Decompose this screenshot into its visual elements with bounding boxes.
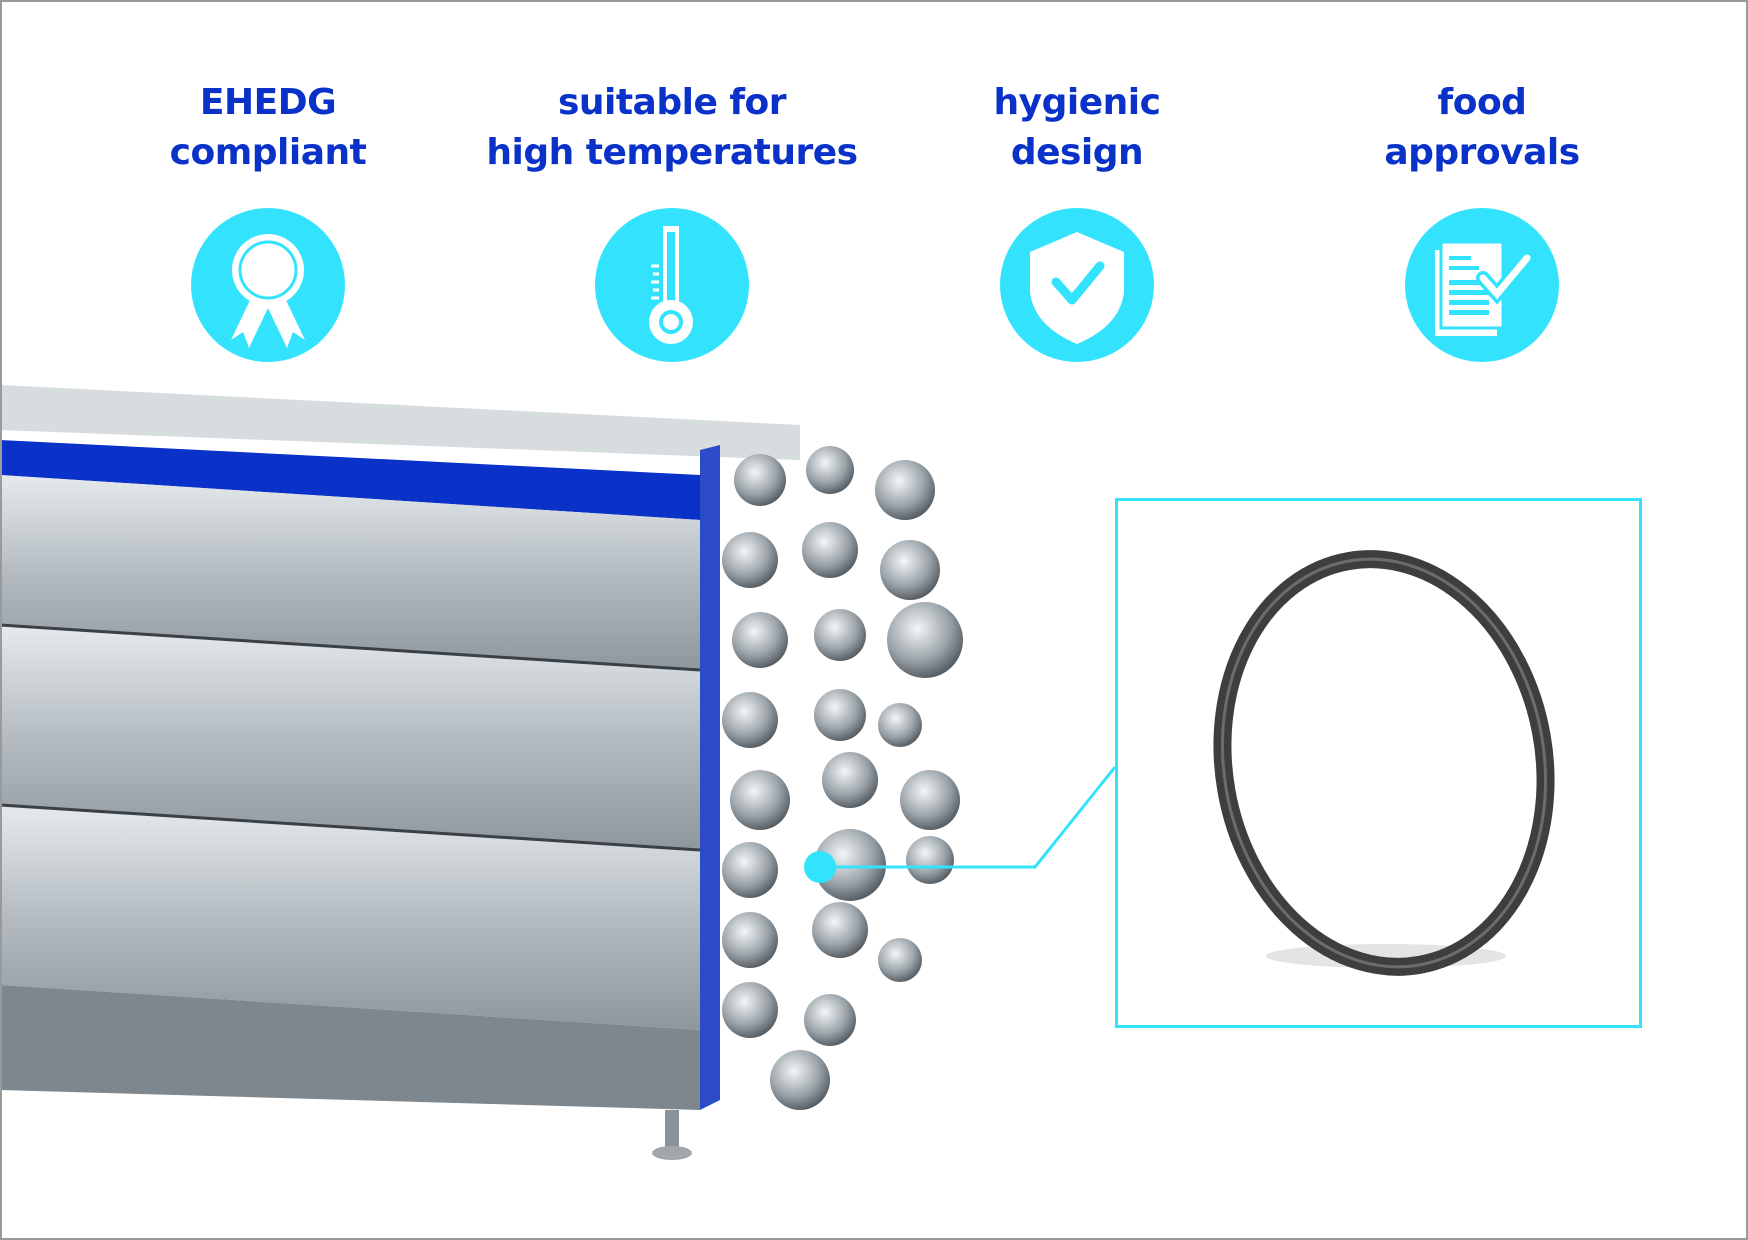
label-line1: EHEDG [199,82,337,123]
heat-exchanger-image [0,385,963,1160]
label-line1: hygienic [993,82,1161,123]
feature-hygienic-design: hygienic design [867,78,1287,362]
feature-label: hygienic design [867,78,1287,178]
award-rosette-icon [191,208,345,362]
document-check-icon [1405,208,1559,362]
callout-dot [804,851,836,883]
feature-high-temperature: suitable for high temperatures [462,78,882,362]
thermometer-icon [595,208,749,362]
label-line1: food [1437,82,1527,123]
feature-label: EHEDG compliant [58,78,478,178]
label-line2: design [1010,132,1144,173]
gasket-ring-image [1213,550,1555,976]
gasket-detail-box [1115,498,1642,1028]
feature-label: food approvals [1272,78,1692,178]
label-line1: suitable for [557,82,787,123]
feature-label: suitable for high temperatures [462,78,882,178]
label-line2: approvals [1384,132,1580,173]
shield-check-icon [1000,208,1154,362]
label-line2: compliant [169,132,367,173]
feature-food-approvals: food approvals [1272,78,1692,362]
feature-ehedg: EHEDG compliant [58,78,478,362]
label-line2: high temperatures [486,132,858,173]
